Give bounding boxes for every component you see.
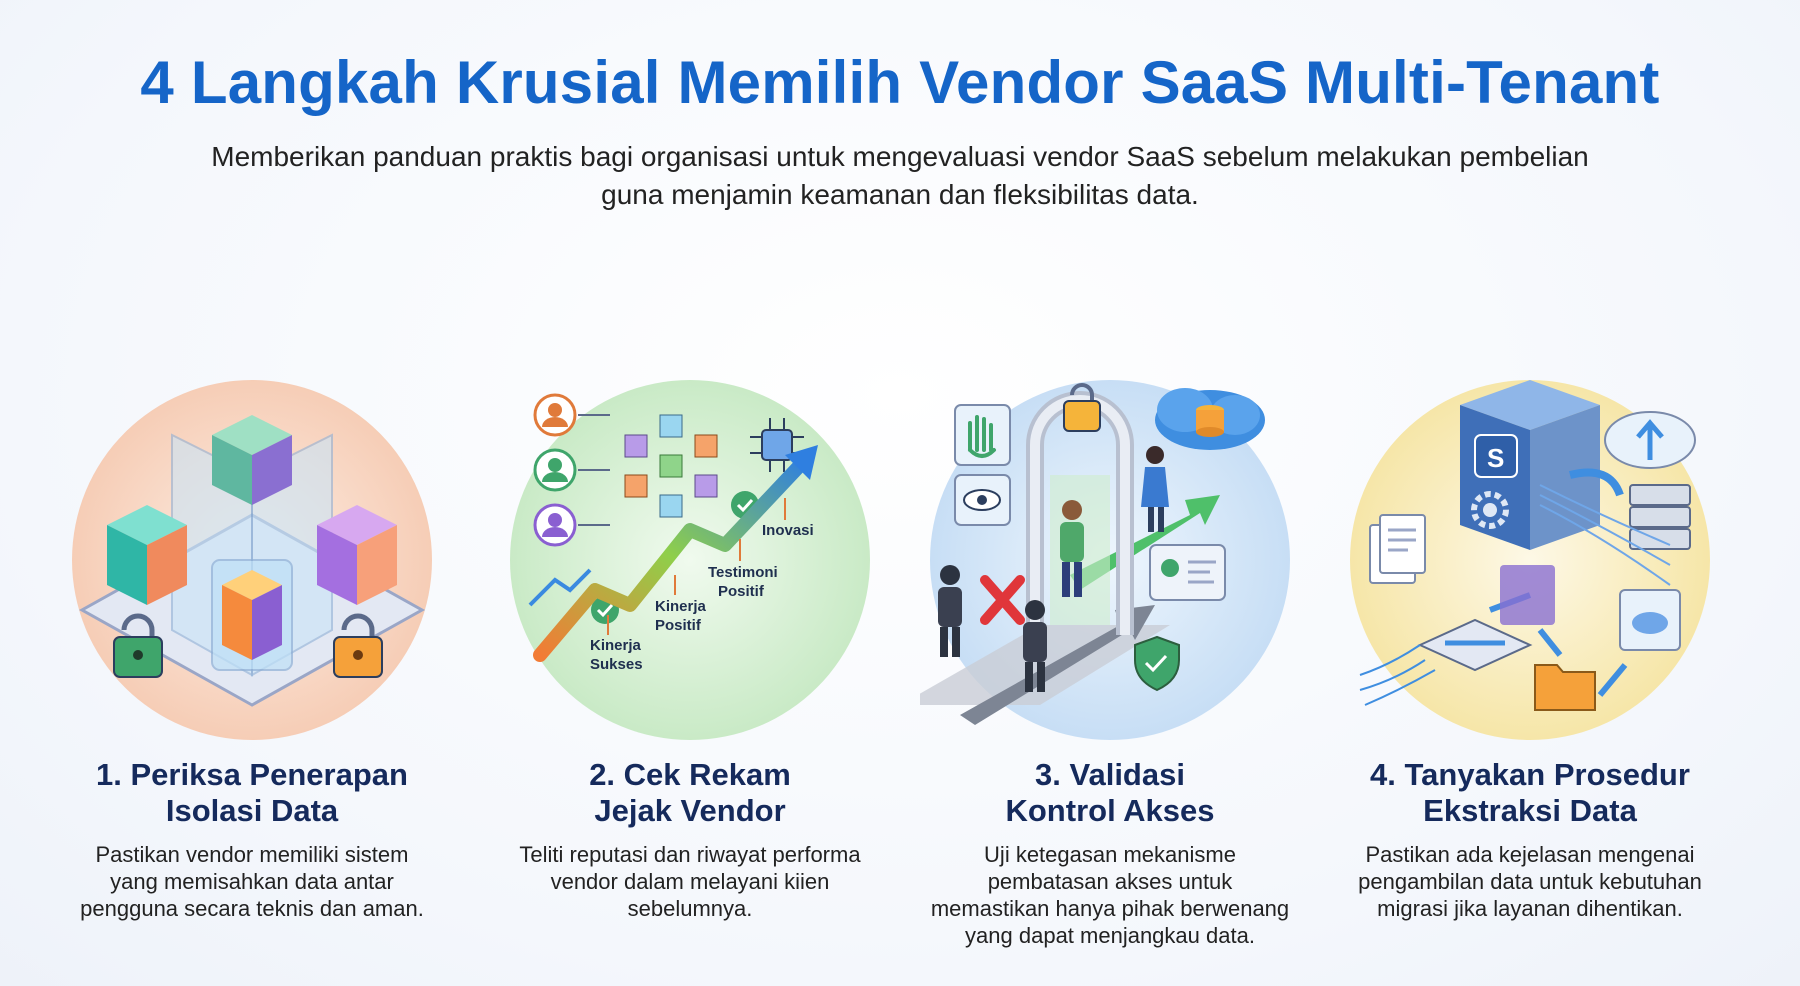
- eye-scan-icon: [954, 474, 1011, 526]
- chart-label: Positif: [718, 583, 765, 600]
- id-card-icon: [1149, 544, 1226, 601]
- denied-x-icon: [980, 575, 1025, 625]
- step-2: Kinerja Sukses Kinerja Positif Testimoni…: [490, 375, 890, 922]
- step-title: 1. Periksa Penerapan Isolasi Data: [96, 757, 408, 828]
- access-control-illustration: [920, 375, 1300, 745]
- gear-icon: [1471, 491, 1509, 529]
- step-description: Uji ketegasan mekanisme pembatasan akses…: [930, 842, 1290, 948]
- step-description: Pastikan vendor memiliki sistem yang mem…: [80, 842, 424, 921]
- server-cube-top: [212, 415, 292, 505]
- server-stack-icon: [1629, 484, 1691, 550]
- router-icon: [1417, 618, 1533, 672]
- step-title: 3. Validasi Kontrol Akses: [1005, 757, 1215, 828]
- padlock-icon: [1063, 383, 1101, 432]
- server-cube-front: [211, 559, 293, 671]
- step-description: Pastikan ada kejelasan mengenai pengambi…: [1358, 842, 1702, 921]
- denied-person: [1023, 600, 1047, 692]
- padlock-icon: [113, 613, 163, 678]
- step-3: 3. Validasi Kontrol Akses Uji ketegasan …: [910, 375, 1310, 949]
- data-extraction-illustration: S: [1340, 375, 1720, 745]
- shield-icon: [1134, 635, 1180, 692]
- user-icon: [533, 393, 577, 437]
- step-title: 4. Tanyakan Prosedur Ekstraksi Data: [1370, 757, 1690, 828]
- hand-scan-icon: [954, 404, 1011, 466]
- person: [1141, 446, 1169, 532]
- chart-label: Inovasi: [762, 522, 814, 539]
- step-1: 1. Periksa Penerapan Isolasi Data Pastik…: [52, 375, 452, 922]
- page-subtitle: Memberikan panduan praktis bagi organisa…: [211, 141, 1589, 210]
- chart-label: Positif: [655, 617, 702, 634]
- denied-person: [938, 565, 962, 657]
- data-panel: [1500, 565, 1555, 625]
- user-icon: [533, 448, 577, 492]
- server-cube-left: [107, 505, 187, 605]
- user-icon: [533, 503, 577, 547]
- chart-label: Kinerja: [590, 637, 642, 654]
- growth-arrow: [533, 453, 812, 662]
- svg-text:S: S: [1487, 443, 1504, 473]
- authorized-person: [1060, 500, 1084, 597]
- folder-icon: [1534, 664, 1596, 711]
- data-isolation-illustration: [62, 375, 442, 745]
- chart-label: Kinerja: [655, 598, 707, 615]
- chart-label: Testimoni: [708, 564, 778, 581]
- step-title: 2. Cek Rekam Jejak Vendor: [589, 757, 791, 828]
- flow-arrow: [1569, 468, 1624, 497]
- arrow-head: [785, 445, 818, 480]
- network-cubes: [624, 414, 718, 518]
- gray-arrow: [960, 605, 1155, 725]
- page-title: 4 Langkah Krusial Memilih Vendor SaaS Mu…: [140, 49, 1660, 116]
- track-record-illustration: Kinerja Sukses Kinerja Positif Testimoni…: [500, 375, 880, 745]
- cloud-database-icon: [1155, 388, 1265, 450]
- padlock-icon: [333, 613, 383, 678]
- chip-icon: [750, 418, 804, 472]
- chart-label: Sukses: [590, 656, 643, 673]
- step-4: S: [1330, 375, 1730, 922]
- cloud-window-icon: [1619, 589, 1681, 651]
- step-description: Teliti reputasi dan riwayat performa ven…: [519, 842, 861, 921]
- document-icon: [1369, 514, 1426, 584]
- cloud-upload-icon: [1604, 411, 1696, 469]
- server-cube-right: [317, 505, 397, 605]
